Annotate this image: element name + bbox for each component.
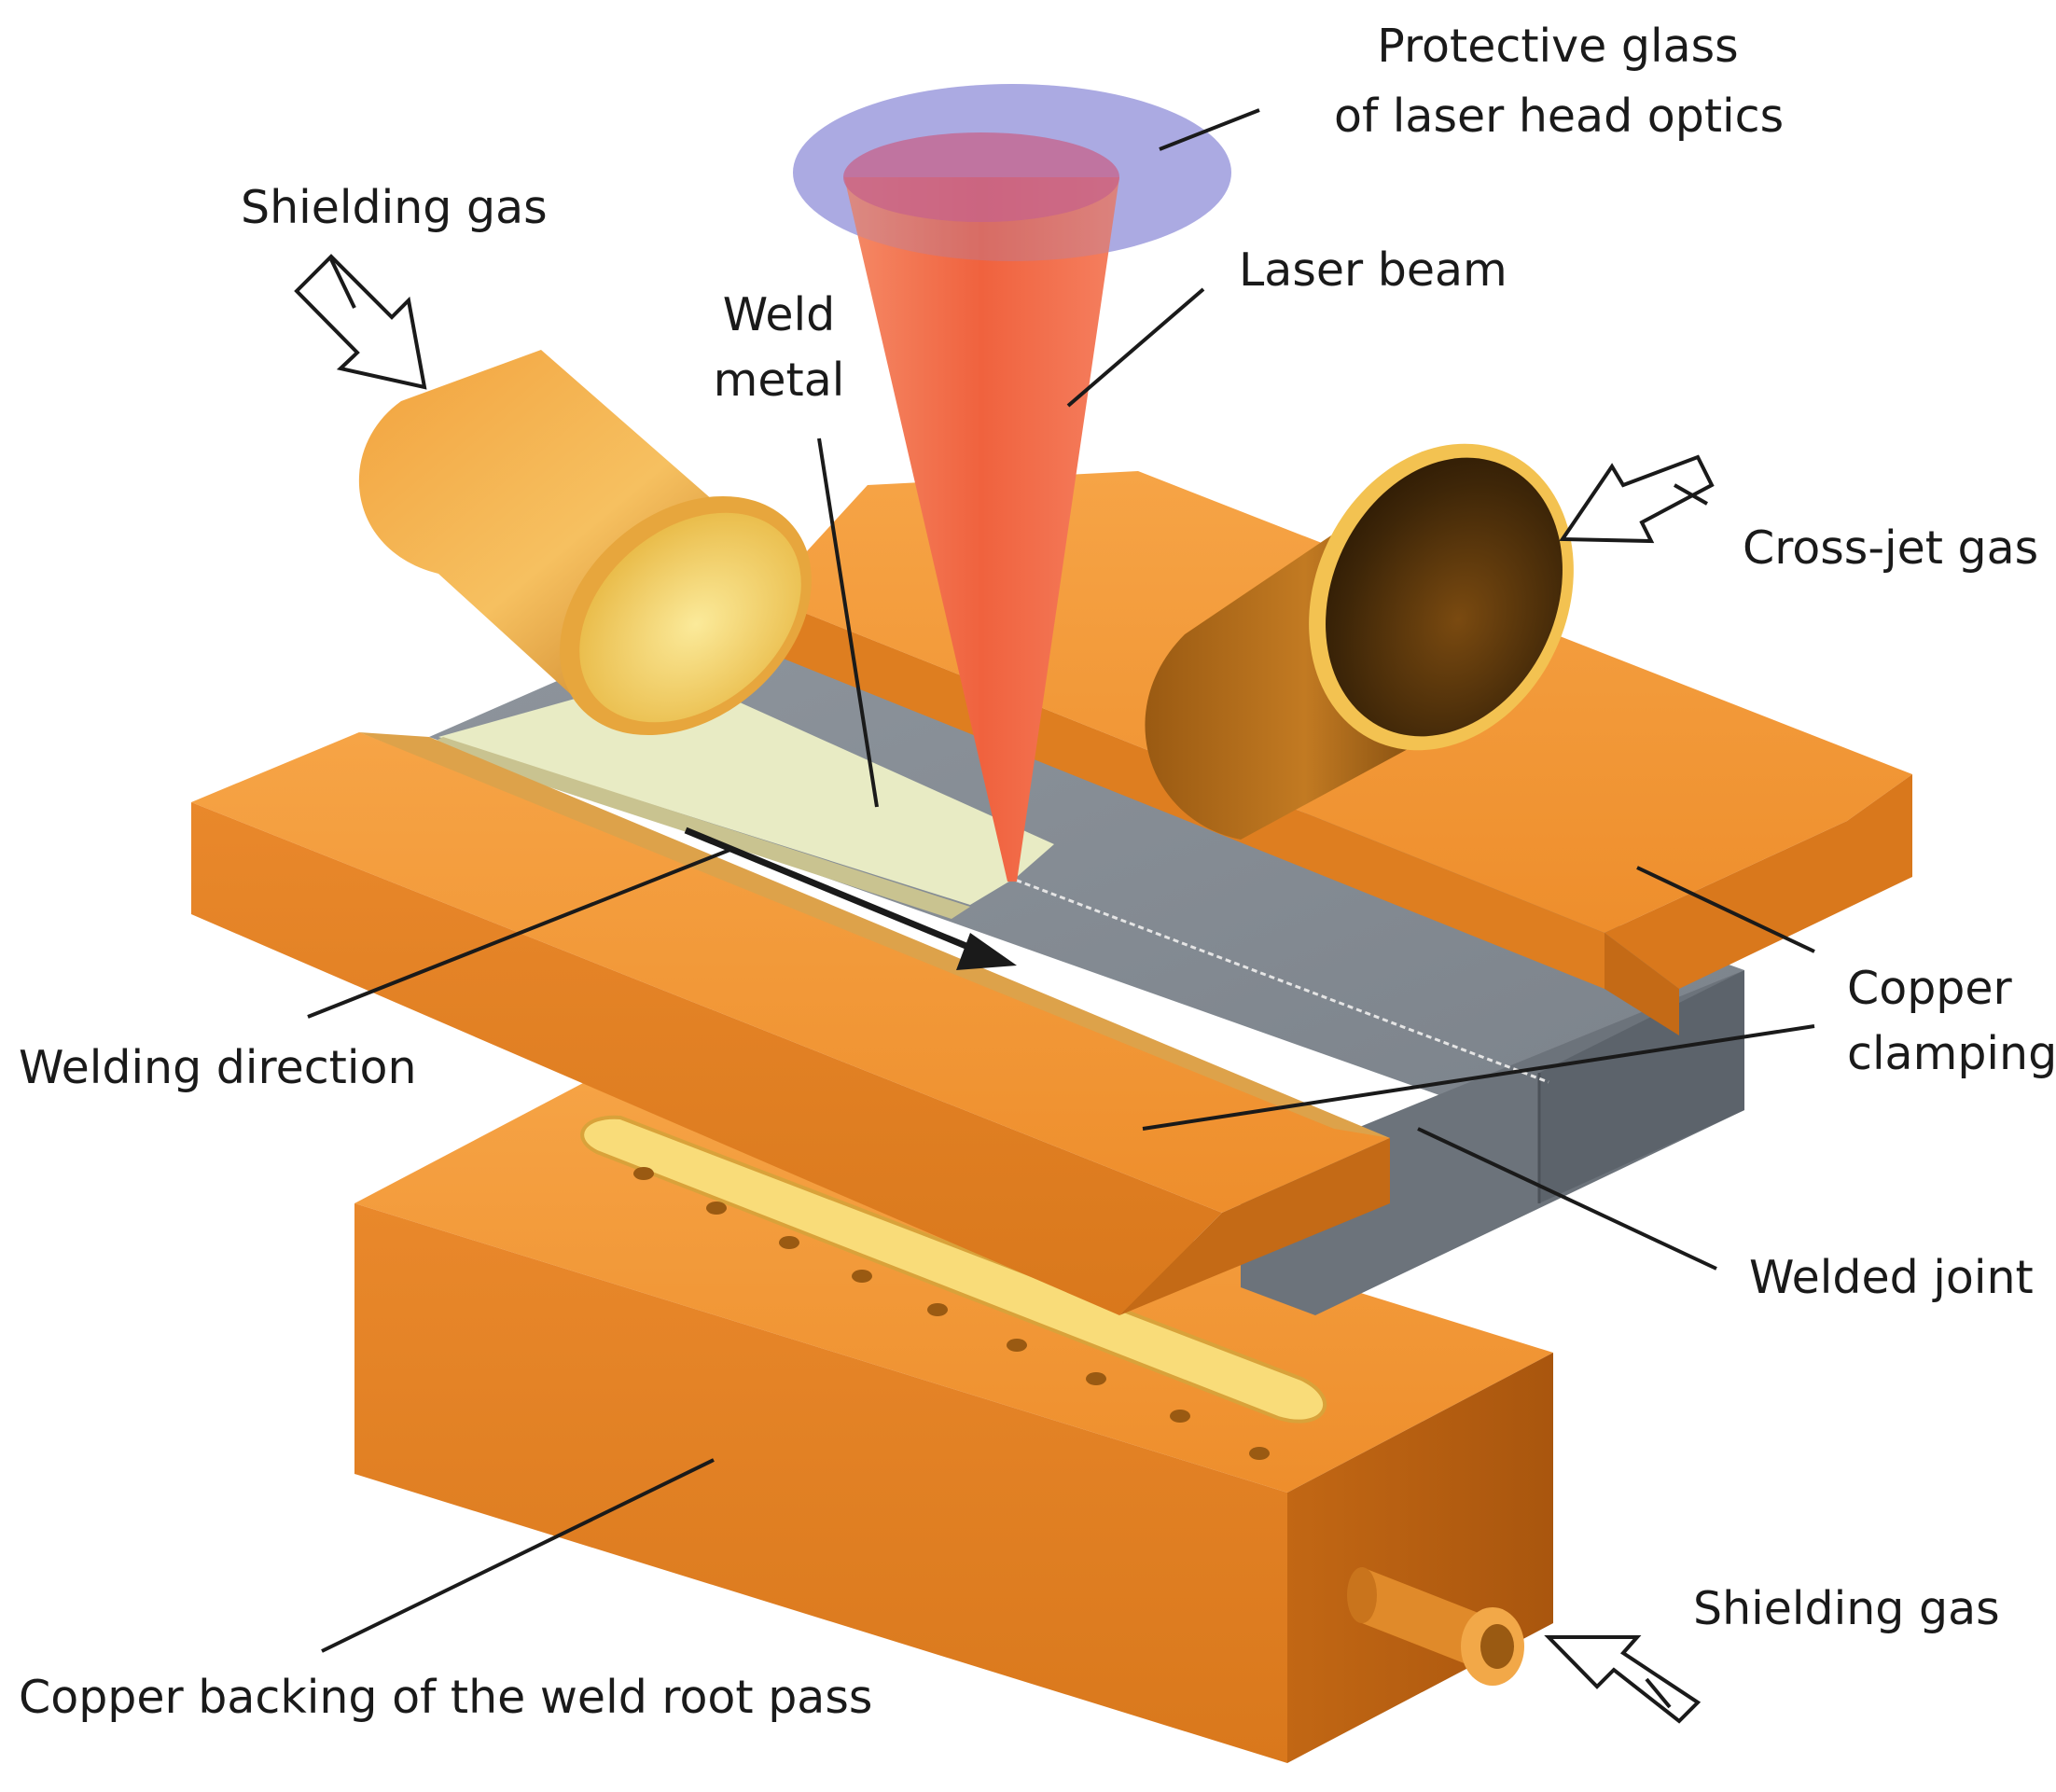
joint-line — [1007, 875, 1549, 1084]
label-laser-beam: Laser beam — [1239, 243, 1507, 297]
label-welded-joint: Welded joint — [1749, 1251, 2034, 1304]
laser-head — [793, 84, 1231, 882]
label-shielding-gas-bottom: Shielding gas — [1693, 1582, 2000, 1635]
weld-metal-bead — [438, 672, 1054, 905]
label-copper-clamping-line2: clamping — [1847, 1027, 2056, 1080]
shielding-gas-fitting — [1347, 1567, 1524, 1686]
gas-slot — [580, 1115, 1327, 1424]
gas-arrow-shielding-bottom — [1544, 1635, 1702, 1724]
label-shielding-gas-top: Shielding gas — [241, 181, 548, 234]
label-copper-clamping-line1: Copper — [1847, 962, 2012, 1015]
gas-arrow-cross-jet — [1559, 454, 1715, 544]
label-protective-glass-line1: Protective glass — [1377, 20, 1739, 73]
gas-holes — [633, 1167, 1270, 1460]
label-copper-backing: Copper backing of the weld root pass — [19, 1671, 873, 1724]
laser-beam-cone — [844, 177, 1119, 882]
label-cross-jet-gas: Cross-jet gas — [1743, 521, 2039, 575]
label-weld-metal-line2: metal — [713, 354, 845, 407]
shielding-gas-nozzle — [358, 350, 812, 736]
welding-direction-arrow — [684, 827, 1017, 970]
label-weld-metal-line1: Weld — [722, 288, 836, 341]
copper-clamp-near — [191, 732, 1390, 1315]
cross-jet-nozzle — [1145, 443, 1574, 840]
label-protective-glass-line2: of laser head optics — [1334, 90, 1785, 143]
gas-arrow-shielding-top — [294, 254, 427, 390]
label-welding-direction: Welding direction — [19, 1041, 417, 1094]
leader-lines — [307, 108, 1815, 1653]
copper-backing-block — [354, 1063, 1553, 1763]
